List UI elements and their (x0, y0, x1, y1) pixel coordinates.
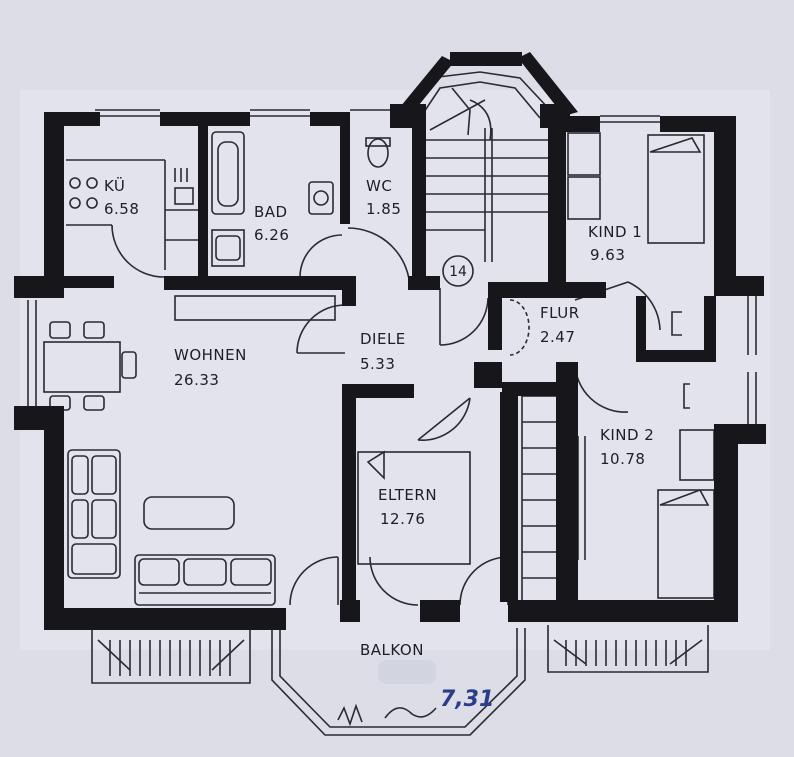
diele-doors (296, 304, 471, 441)
bathroom-fixtures (211, 131, 343, 278)
wohnen-furniture (43, 295, 339, 606)
stair-number-circle (442, 255, 474, 287)
room-area-flur: 2.47 (540, 328, 575, 346)
room-name-wc: WC (366, 177, 392, 195)
room-name-flur: FLUR (540, 304, 580, 322)
plan-area (20, 90, 770, 650)
room-name-kind1: KIND 1 (588, 223, 642, 241)
room-area-wohnen: 26.33 (174, 371, 219, 389)
room-name-kueche: KÜ (104, 176, 125, 195)
room-area-kind2: 10.78 (600, 450, 645, 468)
room-area-wc: 1.85 (366, 200, 401, 218)
handwritten-note: 7,31 (440, 687, 494, 712)
room-name-kind2: KIND 2 (600, 426, 654, 444)
kind1-furniture (567, 132, 705, 336)
room-name-eltern: ELTERN (378, 486, 437, 504)
room-area-eltern: 12.76 (380, 510, 425, 528)
balcony-label: BALKON (360, 641, 424, 659)
room-area-diele: 5.33 (360, 355, 395, 373)
room-name-wohnen: WOHNEN (174, 346, 247, 364)
kitchen-fixtures (66, 159, 198, 278)
balcony-railings (91, 625, 709, 736)
window-frames (27, 109, 757, 430)
stair-number: 14 (449, 264, 467, 280)
room-area-kueche: 6.58 (104, 200, 139, 218)
room-area-bad: 6.26 (254, 226, 289, 244)
room-name-bad: BAD (254, 203, 288, 221)
walls (14, 52, 766, 630)
room-labels: KÜ 6.58 BAD 6.26 WC 1.85 KIND 1 9.63 FLU… (104, 176, 654, 712)
room-area-kind1: 9.63 (590, 246, 625, 264)
room-name-diele: DIELE (360, 330, 406, 348)
